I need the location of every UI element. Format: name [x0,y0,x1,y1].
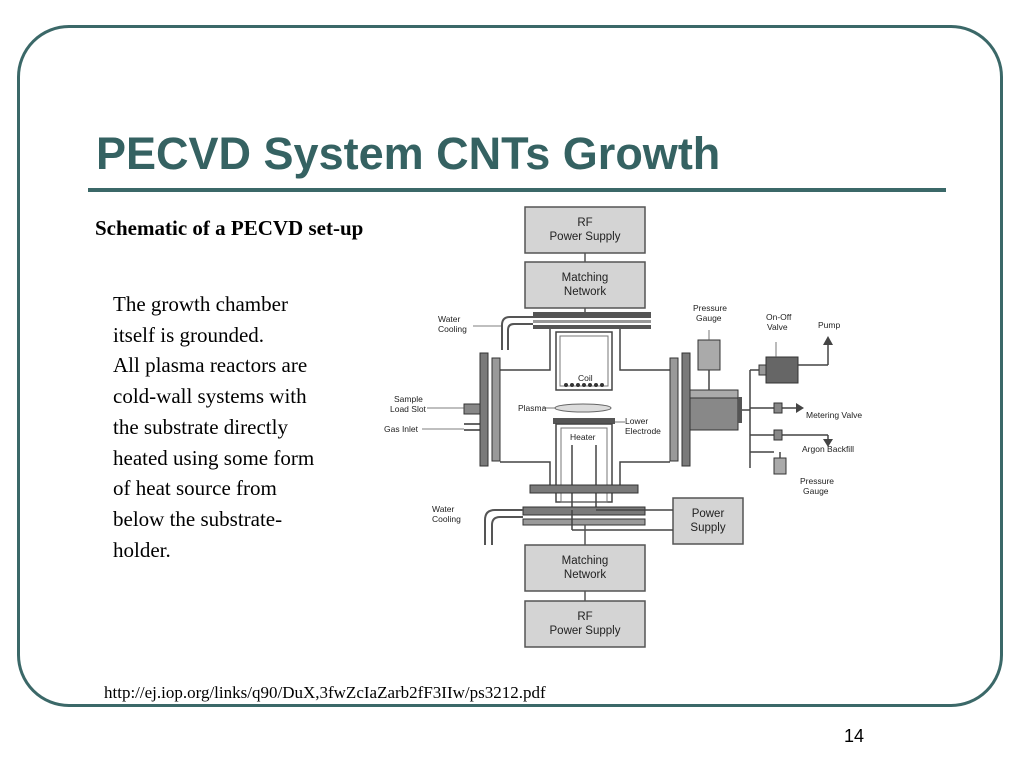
matching-top-line1: Matching [562,272,609,284]
body-line: cold-wall systems with [113,384,307,409]
label-water-cooling-top-1: Water [438,314,461,324]
label-water-cooling-bottom-2: Cooling [432,514,461,524]
label-pressure-gauge-top-1: Pressure [693,303,727,313]
label-argon-backfill: Argon Backfill [802,444,854,454]
matching-bottom-line2: Network [564,569,606,581]
label-pressure-gauge-bottom-2: Gauge [803,486,829,496]
label-sample-load-slot-1: Sample [394,394,423,404]
label-metering-valve: Metering Valve [806,410,862,420]
body-line: All plasma reactors are [113,353,308,378]
rf-power-supply-top: RF Power Supply [524,206,646,254]
title-underline [88,188,946,192]
body-line: the substrate directly [113,414,288,439]
label-pressure-gauge-top-2: Gauge [696,313,722,323]
label-water-cooling-bottom-1: Water [432,504,455,514]
label-water-cooling-top-2: Cooling [438,324,467,334]
slide-frame [17,25,1003,707]
label-lower-electrode-1: Lower [625,416,648,426]
label-on-off-valve-2: Valve [767,322,788,332]
label-coil: Coil [578,373,593,383]
rf-power-top-line2: Power Supply [550,231,621,243]
label-sample-load-slot-2: Load Slot [390,404,427,414]
body-line: The growth chamber [113,292,288,316]
body-line: holder. [113,537,171,562]
rf-power-bottom-line1: RF [577,611,592,623]
growth-chamber [500,329,670,485]
matching-network-top: Matching Network [524,261,646,309]
rf-power-bottom-line2: Power Supply [550,625,621,637]
body-text: The growth chamber itself is grounded. A… [113,289,381,565]
label-pressure-gauge-bottom-1: Pressure [800,476,834,486]
source-link: http://ej.iop.org/links/q90/DuX,3fwZcIaZ… [104,683,546,702]
body-line: below the substrate- [113,506,283,531]
rf-power-top-line1: RF [577,217,592,229]
body-line: of heat source from [113,476,277,501]
page-number: 14 [844,726,865,746]
body-line: itself is grounded. [113,322,265,347]
coil [555,331,613,391]
label-on-off-valve-1: On-Off [766,312,792,322]
matching-bottom-line1: Matching [562,555,609,567]
lower-electrode [553,418,615,510]
power-supply-line1: Power [692,508,725,520]
matching-top-line2: Network [564,286,606,298]
body-line: heated using some form [113,445,315,470]
label-plasma: Plasma [518,403,547,413]
matching-network-bottom: Matching Network [524,544,646,592]
label-heater: Heater [570,432,596,442]
label-lower-electrode-2: Electrode [625,426,661,436]
pecvd-schematic: RF Power Supply Matching Network Water C… [384,206,862,648]
rf-power-supply-bottom: RF Power Supply [524,600,646,648]
slide-title: PECVD System CNTs Growth [96,128,721,179]
power-supply-box: Power Supply [672,497,744,545]
diagram-caption: Schematic of a PECVD set-up [95,216,364,240]
label-gas-inlet: Gas Inlet [384,424,419,434]
power-supply-line2: Supply [690,522,725,534]
label-pump: Pump [818,320,840,330]
